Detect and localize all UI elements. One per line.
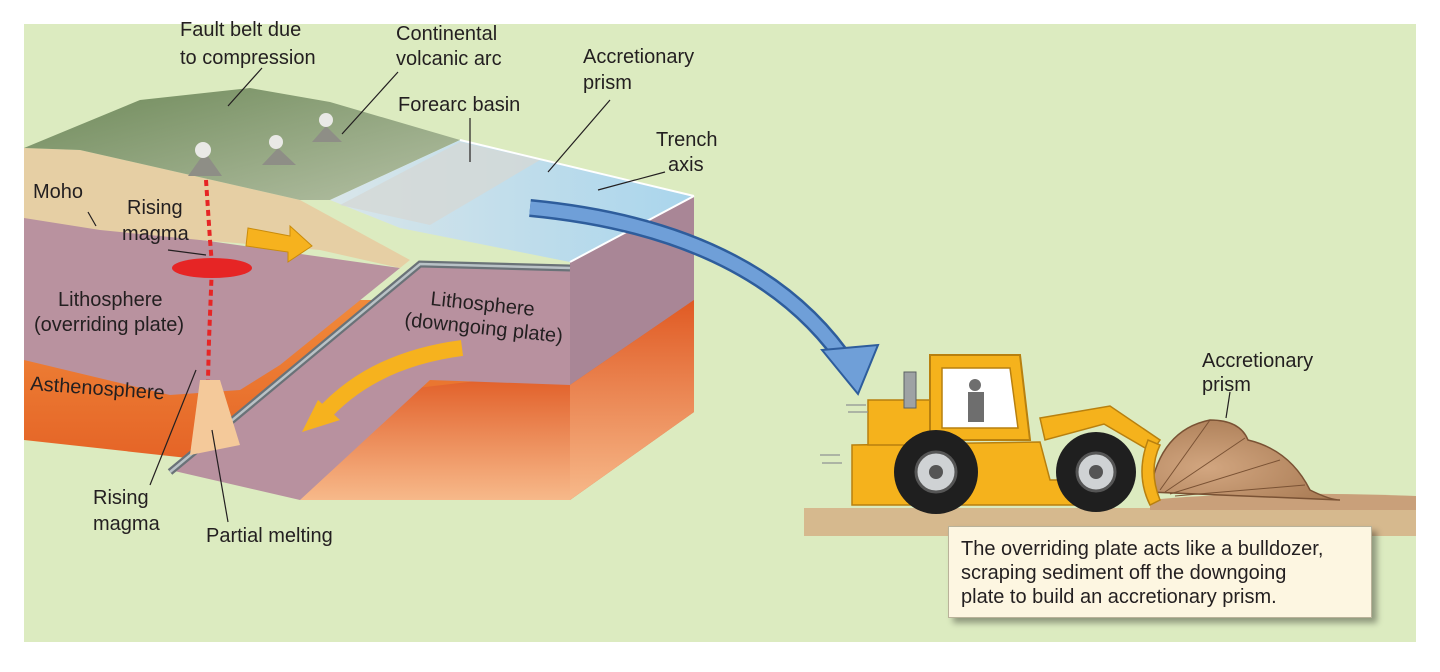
plate-motion-arrow	[245, 224, 313, 263]
exhaust-pipe	[903, 371, 917, 409]
slab-motion-arrow	[313, 340, 464, 424]
continental-crust	[24, 148, 410, 268]
label-rising-magma-bottom: Rising	[93, 487, 149, 509]
label-fault-belt: to compression	[180, 47, 316, 69]
prism-sediment	[1149, 419, 1341, 501]
label-moho: Moho	[33, 181, 83, 203]
bulldozer-blade	[1141, 439, 1162, 507]
caption-box: The overriding plate acts like a bulldoz…	[948, 526, 1372, 618]
smoke-plume	[195, 142, 211, 158]
label-volcanic-arc: volcanic arc	[396, 48, 502, 70]
label-lithosphere-overriding: Lithosphere	[58, 289, 163, 311]
land-surface	[24, 88, 460, 200]
label-partial-melting: Partial melting	[206, 525, 333, 547]
caption-line: plate to build an accretionary prism.	[961, 586, 1277, 608]
caption-line: The overriding plate acts like a bulldoz…	[961, 538, 1324, 560]
label-accretionary-prism: prism	[583, 72, 632, 94]
volcano-icon	[312, 126, 342, 142]
label-rising-magma-top: magma	[122, 223, 190, 245]
label-rising-magma-top: Rising	[127, 197, 183, 219]
label-rising-magma-bottom: magma	[93, 513, 161, 535]
smoke-plume	[319, 113, 333, 127]
volcano-icon	[188, 152, 222, 176]
bulldozer-illustration	[804, 354, 1416, 536]
label-fault-belt: Fault belt due	[180, 19, 301, 41]
label-accretionary-prism: Accretionary	[583, 46, 694, 68]
bulldozer-wheel	[1056, 432, 1136, 512]
smoke-plume	[269, 135, 283, 149]
partial-melt-zone	[190, 380, 240, 455]
magma-chamber	[172, 258, 252, 278]
label-volcanic-arc: Continental	[396, 23, 497, 45]
label-lithosphere-overriding: (overriding plate)	[34, 314, 184, 336]
label-bulldozer-prism: prism	[1202, 374, 1251, 396]
caption-line: scraping sediment off the downgoing	[961, 562, 1287, 584]
labels: Fault belt due to compression Continenta…	[30, 19, 1314, 547]
label-trench-axis: axis	[668, 154, 704, 176]
connector-arrow	[529, 201, 856, 372]
leader-lines	[87, 67, 1231, 523]
volcano-icon	[262, 148, 296, 165]
label-trench-axis: Trench	[656, 129, 718, 151]
label-forearc-basin: Forearc basin	[398, 94, 520, 116]
bulldozer-wheel	[894, 430, 978, 514]
label-bulldozer-prism: Accretionary	[1202, 350, 1313, 372]
